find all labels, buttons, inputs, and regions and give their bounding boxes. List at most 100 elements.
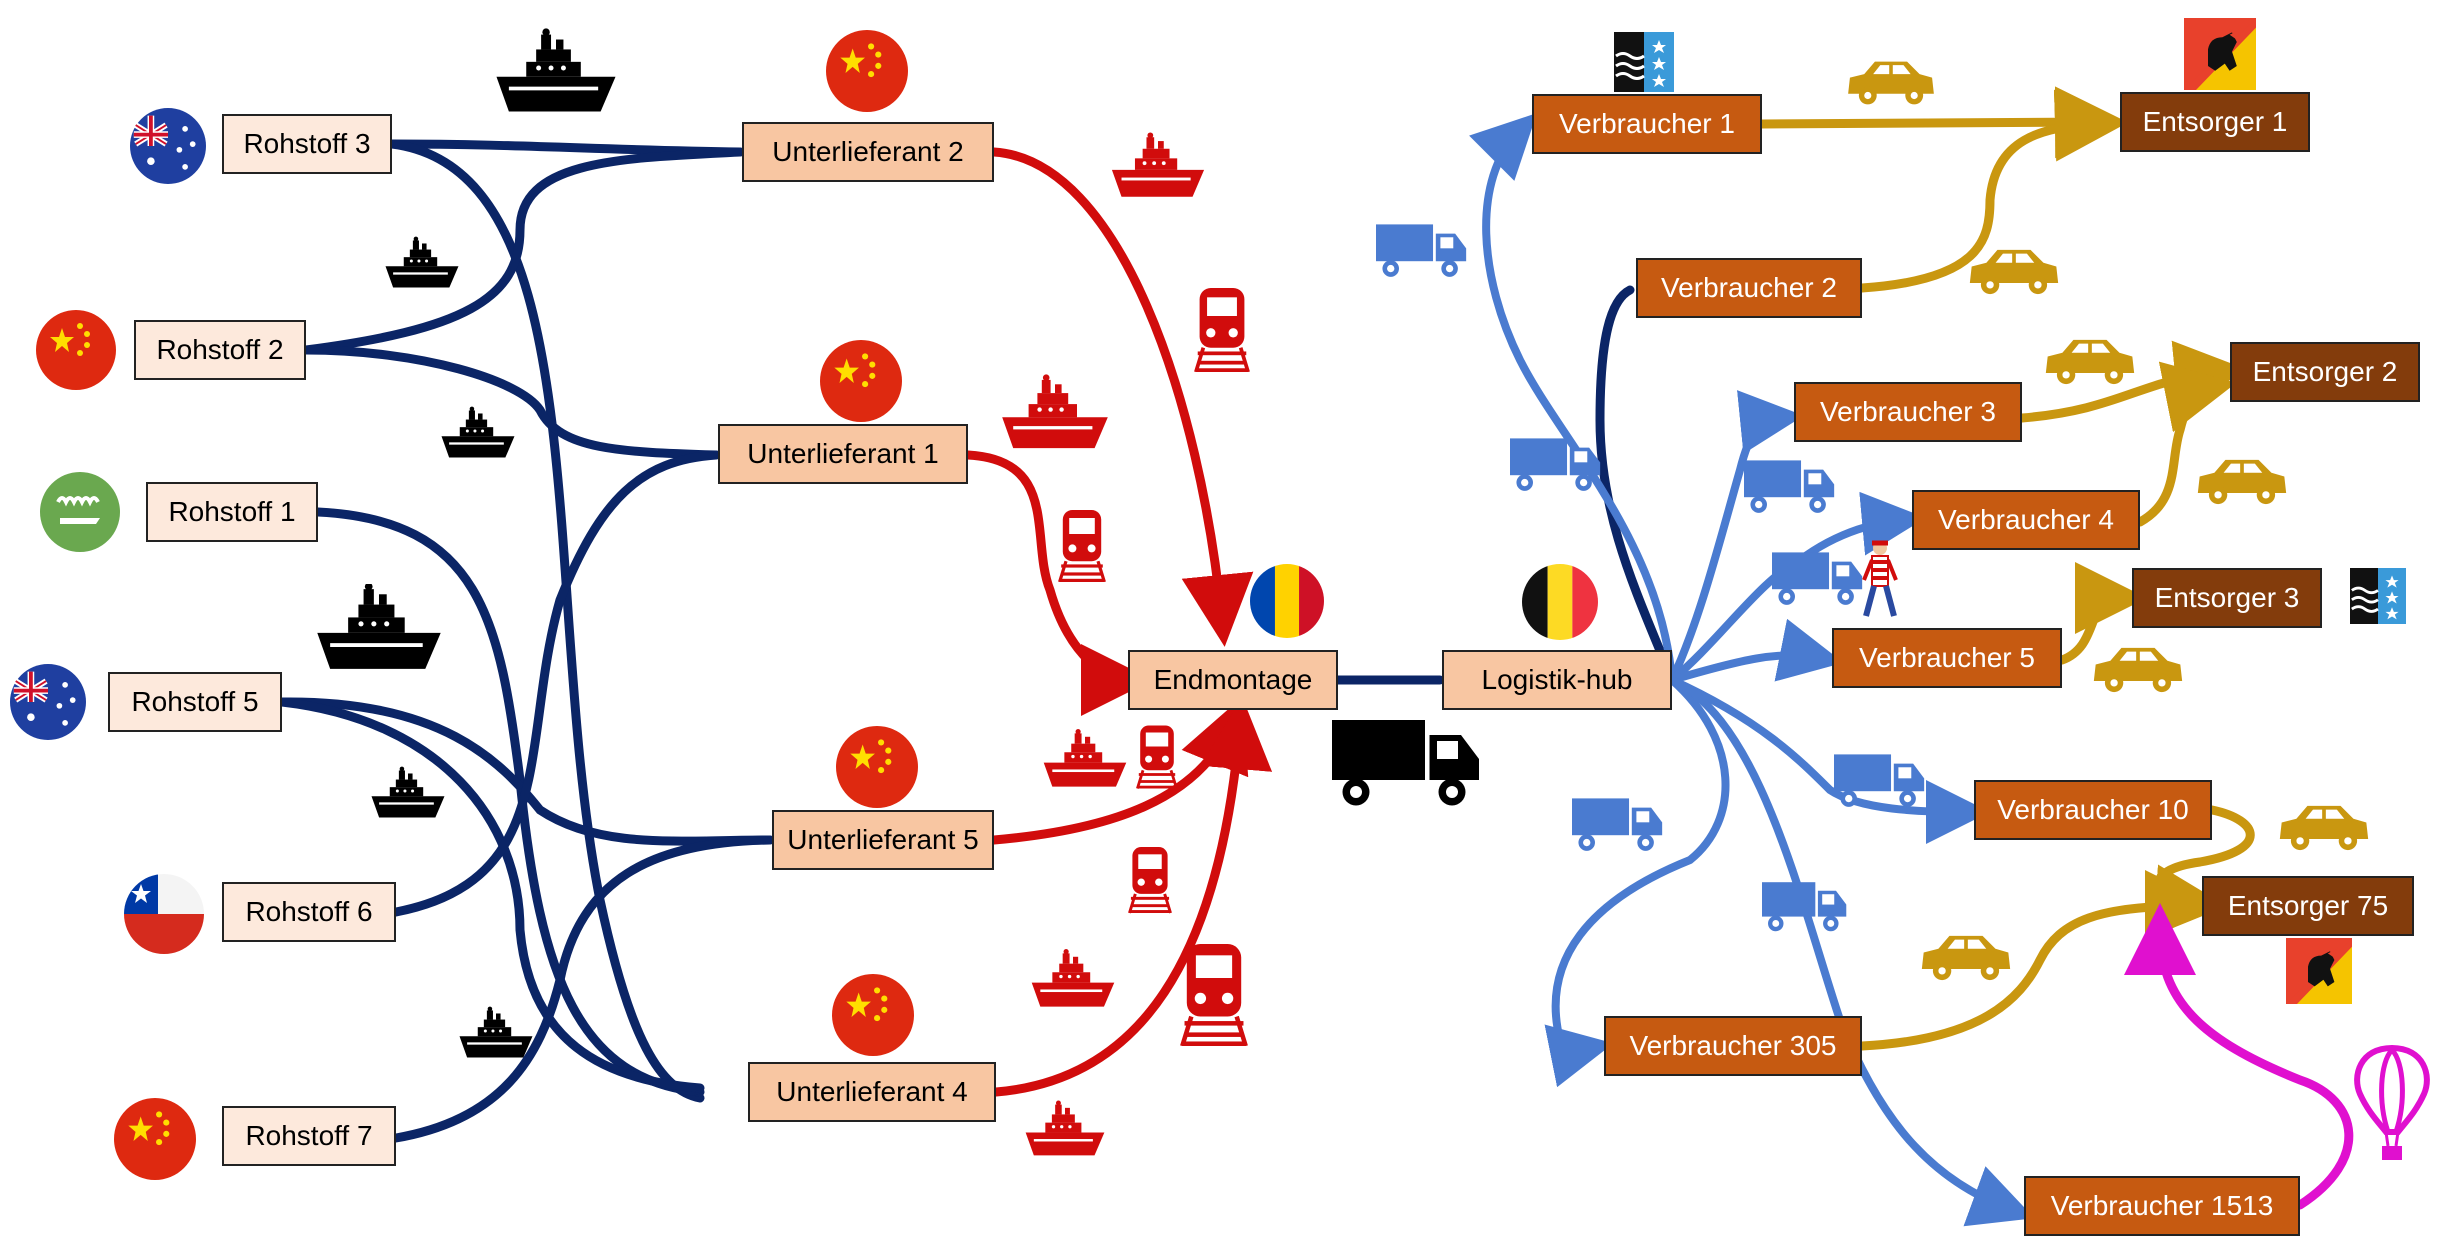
truck-icon — [1332, 720, 1479, 806]
edge-rohstoff5-unterlieferant4 — [277, 697, 705, 1093]
edge-verbraucher5-entsorger3 — [2057, 562, 2147, 665]
train-icon — [1136, 724, 1178, 790]
china-flag-icon — [832, 974, 914, 1056]
edge-logistikhub-verbraucher10 — [1668, 676, 1990, 844]
train-icon — [1194, 288, 1250, 372]
ship-icon — [385, 236, 459, 288]
edge-rohstoff5-unterlieferant5 — [277, 697, 775, 846]
truck-icon — [1744, 460, 1835, 513]
edge-verbraucher305-entsorger75 — [1857, 870, 2217, 1051]
edge-unterlieferant1-endmontage — [963, 450, 1153, 716]
edge-logistikhub-verbraucher1513 — [1668, 676, 2035, 1227]
node-endmontage: Endmontage — [1128, 650, 1338, 710]
edge-logistikhub-verbraucher3 — [1668, 390, 1804, 684]
node-unterlieferant-5: Unterlieferant 5 — [772, 810, 994, 870]
ship-icon — [317, 584, 441, 669]
node-entsorger-1: Entsorger 1 — [2120, 92, 2310, 152]
car-icon — [2197, 459, 2287, 505]
edge-rohstoff2-unterlieferant1 — [301, 345, 721, 460]
node-verbraucher-4: Verbraucher 4 — [1912, 490, 2140, 550]
saudi-arabia-flag-icon — [40, 472, 120, 552]
ship-icon — [1031, 949, 1115, 1007]
supply-edges — [277, 139, 1677, 1143]
chile-flag-icon — [124, 874, 204, 954]
car-icon — [1921, 935, 2011, 981]
bern-flag-icon — [2184, 18, 2256, 90]
edge-verbraucher4-entsorger2 — [2135, 361, 2237, 527]
node-verbraucher-2: Verbraucher 2 — [1636, 258, 1862, 318]
china-flag-icon — [826, 30, 908, 112]
ship-icon — [1025, 1100, 1105, 1156]
node-verbraucher-1513: Verbraucher 1513 — [2024, 1176, 2300, 1236]
edge-logistikhub-verbraucher1 — [1469, 113, 1676, 684]
ship-icon — [371, 766, 445, 818]
node-entsorger-75: Entsorger 75 — [2202, 876, 2414, 936]
train-icon — [1128, 846, 1172, 914]
car-icon — [2045, 339, 2135, 385]
node-entsorger-3: Entsorger 3 — [2132, 568, 2322, 628]
edge-rohstoff3-unterlieferant4 — [387, 139, 705, 1103]
edge-logistikhub-verbraucher305 — [1544, 676, 1730, 1088]
australia-flag-icon — [10, 664, 86, 740]
china-flag-icon — [36, 310, 116, 390]
ship-icon — [441, 406, 515, 458]
ship-icon — [459, 1006, 533, 1058]
node-rohstoff-7: Rohstoff 7 — [222, 1106, 396, 1166]
edge-rohstoff7-unterlieferant5 — [391, 835, 775, 1143]
node-rohstoff-2: Rohstoff 2 — [134, 320, 306, 380]
balloon-edges — [2124, 903, 2354, 1210]
train-icon — [1182, 944, 1245, 1046]
ship-icon — [1043, 729, 1127, 787]
node-rohstoff-1: Rohstoff 1 — [146, 482, 318, 542]
truck-icon — [1510, 438, 1601, 491]
edge-verbraucher1513-entsorger75 — [2124, 903, 2354, 1210]
node-rohstoff-6: Rohstoff 6 — [222, 882, 396, 942]
belgium-flag-icon — [1522, 564, 1598, 640]
aargau-flag-icon — [1614, 32, 1674, 92]
truck-icon — [1376, 224, 1467, 277]
truck-icon — [1772, 552, 1863, 605]
node-unterlieferant-4: Unterlieferant 4 — [748, 1062, 996, 1122]
car-edges — [1757, 86, 2255, 1051]
node-unterlieferant-2: Unterlieferant 2 — [742, 122, 994, 182]
truck-icon — [1834, 754, 1925, 807]
ship-icon — [1002, 374, 1108, 449]
node-unterlieferant-1: Unterlieferant 1 — [718, 424, 968, 484]
node-logistik-hub: Logistik-hub — [1442, 650, 1672, 710]
train-icon — [1058, 510, 1106, 582]
node-verbraucher-10: Verbraucher 10 — [1974, 780, 2212, 840]
edge-verbraucher1-entsorger1 — [1757, 86, 2127, 159]
edge-verbraucher2-entsorger1 — [1857, 89, 2127, 293]
production-edges — [963, 147, 1273, 1097]
china-flag-icon — [820, 340, 902, 422]
truck-icon — [1762, 882, 1847, 932]
node-rohstoff-3: Rohstoff 3 — [222, 114, 392, 174]
edge-rohstoff1-unterlieferant4 — [313, 507, 705, 1097]
edge-unterlieferant2-endmontage — [989, 147, 1254, 647]
node-verbraucher-305: Verbraucher 305 — [1604, 1016, 1862, 1076]
car-icon — [1848, 61, 1934, 105]
car-icon — [2093, 647, 2183, 693]
red-ships-layer — [1002, 132, 1250, 1156]
node-verbraucher-5: Verbraucher 5 — [1832, 628, 2062, 688]
hot-air-balloon-icon — [2354, 1044, 2430, 1160]
edge-logistikhub-verbraucher2 — [1595, 285, 1677, 685]
car-icon — [1969, 249, 2059, 295]
truck-icon — [1572, 798, 1663, 851]
walking-person-icon — [1862, 540, 1898, 617]
aargau-flag-icon — [2350, 568, 2406, 624]
node-verbraucher-1: Verbraucher 1 — [1532, 94, 1762, 154]
australia-flag-icon — [130, 108, 206, 184]
bern-flag-icon — [2286, 938, 2352, 1004]
node-entsorger-2: Entsorger 2 — [2230, 342, 2420, 402]
car-icon — [2279, 805, 2369, 851]
edge-logistikhub-verbraucher5 — [1668, 618, 1844, 684]
node-verbraucher-3: Verbraucher 3 — [1794, 382, 2022, 442]
edge-rohstoff2-unterlieferant2 — [301, 147, 745, 355]
romania-flag-icon — [1250, 564, 1324, 638]
edge-unterlieferant4-endmontage — [991, 697, 1273, 1097]
ship-icon — [496, 28, 616, 112]
ship-icon — [1111, 132, 1205, 197]
edge-rohstoff6-unterlieferant1 — [391, 450, 721, 917]
